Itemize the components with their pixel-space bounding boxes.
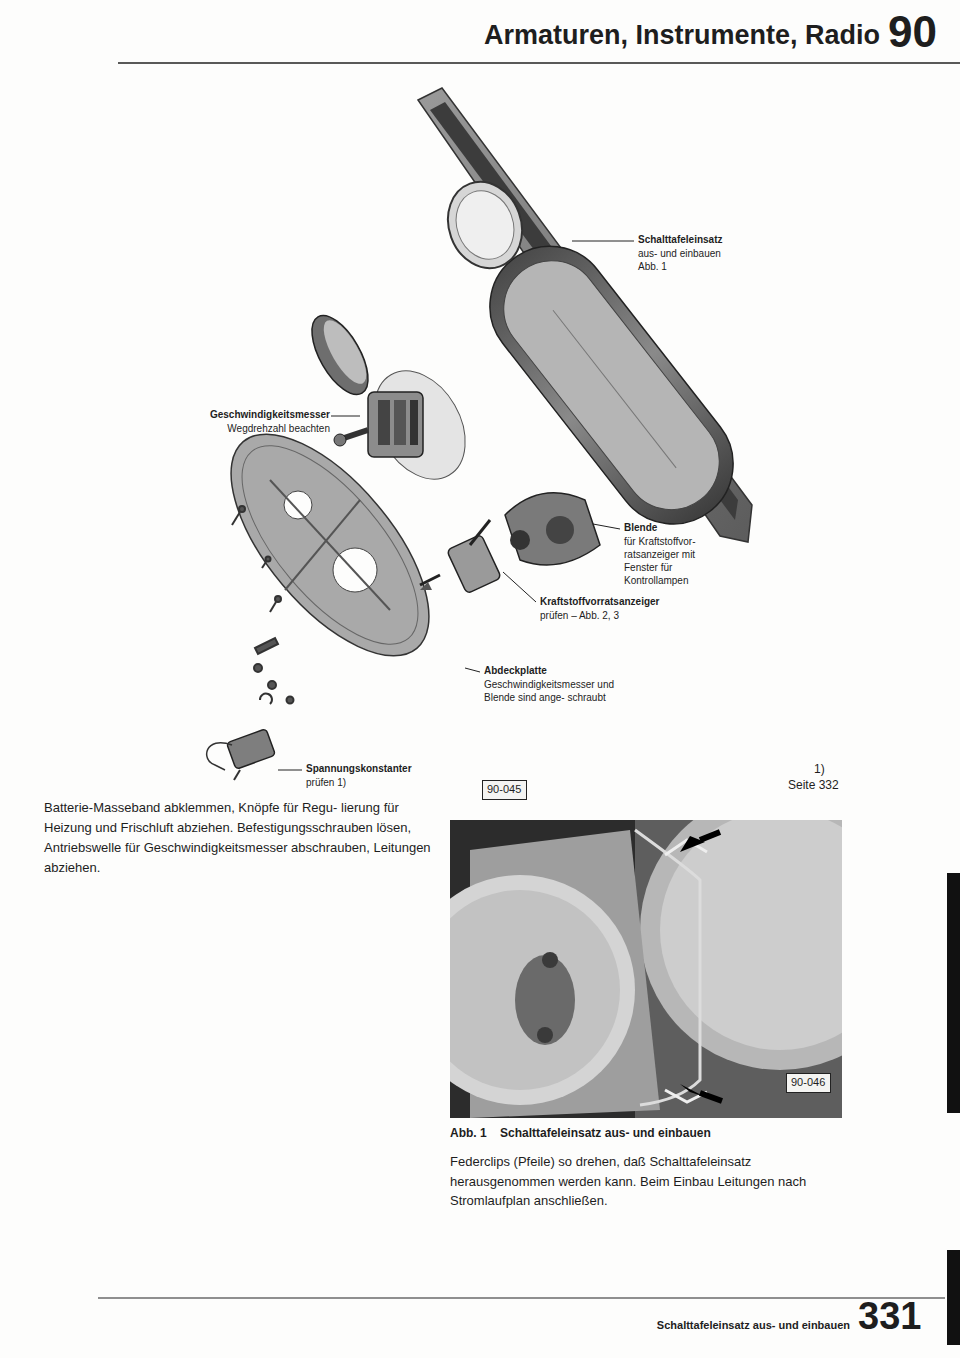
body-text: Batterie-Masseband abklemmen, Knöpfe für… bbox=[44, 798, 436, 879]
thumb-index-bars bbox=[947, 873, 960, 1345]
callout-title: Abdeckplatte bbox=[484, 664, 604, 677]
fuel-gauge bbox=[470, 520, 490, 545]
instrument-housing bbox=[484, 241, 738, 529]
fuel-gauge bbox=[420, 575, 440, 585]
thumb-index-bars bbox=[947, 873, 960, 1113]
body-text: Federclips (Pfeile) so drehen, daß Schal… bbox=[450, 1152, 842, 1211]
leader-lines bbox=[593, 524, 620, 529]
rule-lines bbox=[118, 62, 960, 64]
voltage-stabilizer bbox=[207, 729, 276, 780]
cover-plate bbox=[270, 480, 390, 610]
figure-title: Schalttafeleinsatz aus- und einbauen bbox=[500, 1126, 830, 1142]
screws bbox=[254, 664, 262, 672]
cover-plate bbox=[284, 491, 312, 519]
speedometer-lens bbox=[316, 314, 375, 389]
photo bbox=[700, 832, 720, 840]
photo bbox=[450, 820, 842, 1118]
speedometer bbox=[410, 400, 418, 445]
cover-plate bbox=[212, 418, 449, 672]
callout-title: Blende bbox=[624, 521, 704, 534]
photo bbox=[515, 955, 575, 1045]
speedometer bbox=[334, 355, 484, 495]
leader-lines bbox=[278, 770, 302, 771]
footnote-text: Seite 332 bbox=[788, 778, 878, 794]
leader-lines bbox=[331, 416, 360, 417]
rule-lines bbox=[98, 63, 960, 1298]
screws bbox=[262, 562, 266, 568]
instrument-housing bbox=[447, 183, 524, 268]
screws bbox=[255, 638, 278, 654]
screws bbox=[239, 506, 245, 512]
speedometer bbox=[368, 392, 423, 457]
callout-note: für Kraftstoffvor- ratsanzeiger mit Fens… bbox=[624, 535, 726, 587]
speedometer-lens bbox=[301, 307, 380, 403]
fuel-gauge-bezel bbox=[510, 530, 530, 550]
fuel-gauge-bezel bbox=[505, 493, 600, 565]
leader-lines bbox=[278, 241, 634, 770]
callout-note: aus- und einbauen Abb. 1 bbox=[638, 247, 743, 273]
callout-note: Wegdrehzahl beachten bbox=[150, 422, 330, 435]
fuel-gauge bbox=[447, 534, 502, 594]
photo bbox=[542, 952, 558, 968]
figure-code-box: 90-046 bbox=[786, 1073, 831, 1093]
photo bbox=[660, 820, 842, 1050]
cover-plate bbox=[196, 402, 465, 689]
fuel-gauge bbox=[420, 520, 501, 594]
figure-code: 90-046 bbox=[791, 1076, 826, 1089]
speedometer-lens bbox=[301, 307, 380, 403]
cover-plate bbox=[196, 402, 465, 689]
footer-title: Schalttafeleinsatz aus- und einbauen bbox=[530, 1318, 850, 1332]
screws bbox=[287, 697, 294, 704]
photo bbox=[450, 875, 635, 1105]
speedometer bbox=[378, 400, 390, 445]
thumb-index-bars bbox=[947, 1250, 960, 1345]
callout-title: Geschwindigkeitsmesser bbox=[150, 408, 330, 421]
instrument-housing bbox=[553, 310, 676, 468]
leader-lines bbox=[503, 572, 536, 602]
callout-note: prüfen 1) bbox=[306, 776, 406, 789]
voltage-stabilizer bbox=[207, 743, 232, 770]
leader-lines bbox=[572, 241, 634, 242]
chapter-number: 90 bbox=[888, 8, 954, 56]
screws bbox=[260, 694, 272, 704]
leader-lines bbox=[465, 668, 480, 672]
instrument-housing bbox=[436, 171, 534, 278]
photo bbox=[700, 1093, 722, 1101]
callout-note: Geschwindigkeitsmesser und Blende sind a… bbox=[484, 678, 616, 704]
fuel-gauge bbox=[420, 582, 432, 590]
voltage-stabilizer bbox=[234, 770, 240, 780]
callout-note: prüfen – Abb. 2, 3 bbox=[540, 609, 710, 622]
photo bbox=[450, 890, 620, 1090]
photo bbox=[537, 1027, 553, 1043]
figure-code: 90-045 bbox=[487, 783, 522, 796]
speedometer bbox=[334, 434, 346, 446]
instrument-housing bbox=[418, 88, 752, 542]
voltage-stabilizer bbox=[226, 729, 275, 770]
figure-code-box: 90-045 bbox=[482, 780, 527, 800]
fuel-gauge-bezel bbox=[505, 493, 600, 565]
speedometer bbox=[394, 400, 406, 445]
screws bbox=[275, 596, 281, 602]
screws bbox=[270, 602, 276, 612]
instrument-housing bbox=[418, 88, 757, 548]
screws bbox=[232, 512, 240, 525]
callout-title: Schalttafeleinsatz bbox=[638, 233, 788, 246]
screws bbox=[268, 681, 276, 689]
fuel-gauge-bezel bbox=[546, 516, 574, 544]
cover-plate bbox=[285, 500, 360, 590]
screws bbox=[232, 506, 294, 704]
speedometer bbox=[356, 355, 483, 495]
instrument-housing bbox=[466, 222, 758, 548]
rule-lines bbox=[98, 1297, 945, 1298]
callout-title: Kraftstoffvorratsanzeiger bbox=[540, 595, 710, 608]
callout-title: Spannungskonstanter bbox=[306, 762, 456, 775]
instrument-housing bbox=[466, 222, 758, 548]
photo bbox=[635, 830, 700, 1105]
page-number: 331 bbox=[858, 1296, 948, 1338]
screws bbox=[266, 557, 271, 562]
page-heading: Armaturen, Instrumente, Radio bbox=[430, 18, 880, 53]
footnote-mark: 1) bbox=[814, 762, 844, 778]
